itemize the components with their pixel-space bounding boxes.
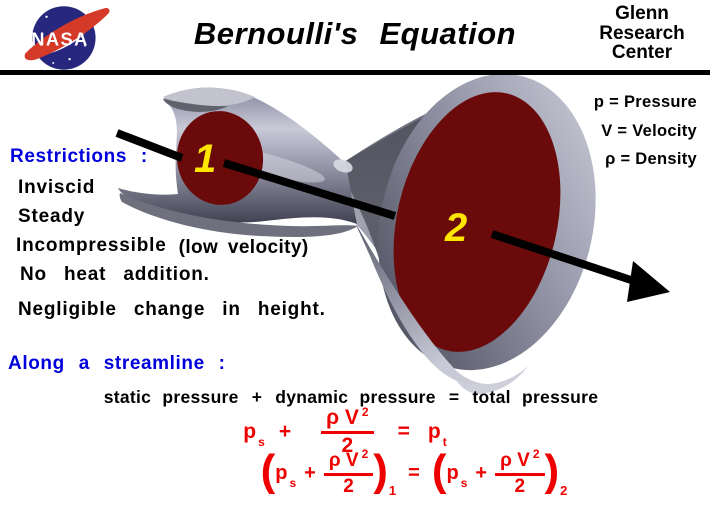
open-paren: ( xyxy=(260,445,276,495)
restriction-incompressible-text: Incompressible xyxy=(16,235,167,256)
tube-top-lip xyxy=(163,87,255,106)
station-1-subscript: 1 xyxy=(388,482,397,498)
restriction-incompressible: Incompressible (low velocity) xyxy=(16,235,309,258)
low-velocity-note: (low velocity) xyxy=(178,237,309,258)
pressure-definition: p = Pressure xyxy=(593,93,697,111)
restriction-no-heat: No heat addition. xyxy=(20,264,210,285)
word-equation: static pressure + dynamic pressure = tot… xyxy=(0,387,706,408)
p-symbol: p xyxy=(243,419,257,443)
org-line-1: Glenn xyxy=(615,3,669,24)
header-divider xyxy=(0,70,710,75)
s-subscript: s xyxy=(289,475,297,490)
throat-highlight xyxy=(333,159,353,173)
nasa-logo-text: NASA xyxy=(31,29,88,50)
tube-bottom-skirt xyxy=(119,193,358,237)
dynamic-pressure-term: dynamic pressure xyxy=(275,387,436,407)
restriction-steady: Steady xyxy=(18,206,86,227)
page-title: Bernoulli's Equation xyxy=(193,16,517,51)
equals-operator: = xyxy=(397,419,410,443)
t-subscript: t xyxy=(442,434,447,449)
density-definition: ρ = Density xyxy=(605,150,697,168)
fraction-denominator: 2 xyxy=(343,475,354,497)
plus-operator: + xyxy=(278,419,292,443)
equals-operator: = xyxy=(448,387,460,407)
close-paren: ) xyxy=(544,445,560,495)
rho-v-symbol: ρ V xyxy=(328,450,359,471)
p-symbol: p xyxy=(446,461,459,484)
station-2-label: 2 xyxy=(444,206,467,250)
squared-exponent: 2 xyxy=(361,447,369,461)
total-pressure-term: total pressure xyxy=(472,387,599,407)
nasa-logo: NASA xyxy=(24,6,110,70)
org-name: Glenn Research Center xyxy=(580,4,704,63)
restriction-inviscid: Inviscid xyxy=(18,177,96,198)
org-line-3: Center xyxy=(611,42,673,63)
p-symbol: p xyxy=(427,419,441,443)
s-subscript: s xyxy=(460,475,468,490)
s-subscript: s xyxy=(258,434,265,449)
squared-exponent: 2 xyxy=(532,447,540,461)
bell-bottom-rim xyxy=(450,365,528,394)
squared-exponent: 2 xyxy=(361,405,369,419)
close-paren: ) xyxy=(373,445,388,495)
p-symbol: p xyxy=(275,461,288,484)
flow-arrow xyxy=(115,129,670,302)
symbol-legend: p = Pressure V = Velocity ρ = Density xyxy=(594,88,697,174)
station-2-subscript: 2 xyxy=(560,482,568,498)
station-1-label: 1 xyxy=(194,137,216,181)
fraction-denominator: 2 xyxy=(341,434,354,458)
rho-v-symbol: ρ V xyxy=(326,406,359,429)
nasa-swoosh xyxy=(24,8,110,61)
tube-top-lip-shade xyxy=(163,99,228,112)
station-1-section xyxy=(176,111,264,205)
plus-operator: + xyxy=(251,387,263,407)
org-line-2: Research xyxy=(599,22,685,44)
restriction-height: Negligible change in height. xyxy=(18,299,326,320)
plus-operator: + xyxy=(475,461,488,484)
streamline-heading: Along a streamline : xyxy=(8,353,226,374)
equals-operator: = xyxy=(408,461,420,484)
fraction-denominator: 2 xyxy=(514,475,526,497)
static-pressure-term: static pressure xyxy=(103,387,239,407)
rho-v-symbol: ρ V xyxy=(500,450,530,471)
open-paren: ( xyxy=(431,445,447,495)
plus-operator: + xyxy=(304,461,316,484)
velocity-definition: V = Velocity xyxy=(601,121,697,140)
restrictions-heading: Restrictions : xyxy=(10,146,148,167)
station-2-section xyxy=(393,92,561,352)
